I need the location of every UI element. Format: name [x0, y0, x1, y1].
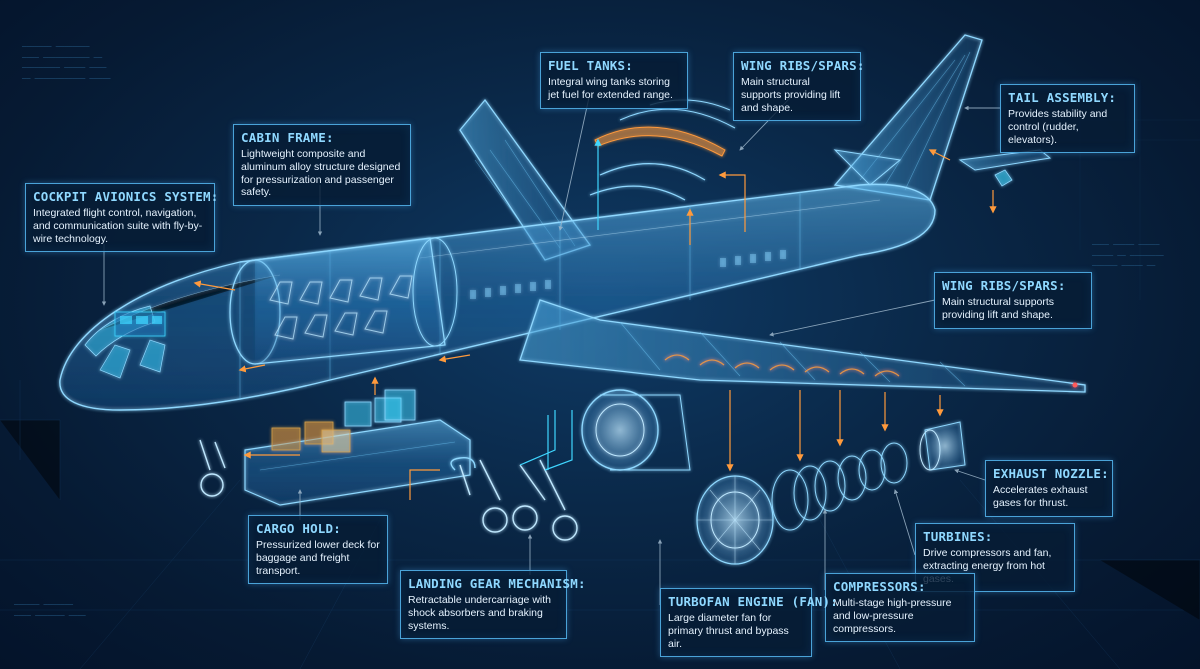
callout-fuel-tanks: FUEL TANKS: Integral wing tanks storing … [540, 52, 688, 109]
callout-description: Large diameter fan for primary thrust an… [668, 612, 789, 650]
decorative-code-text: ─────── ──────── ──── ─────────── ── ───… [22, 43, 111, 83]
landing-gear [199, 439, 578, 541]
main-wing [519, 299, 1086, 393]
turbofan-engine [581, 389, 691, 471]
callout-wing-ribs-spars-middle: WING RIBS/SPARS: Main structural support… [934, 272, 1092, 329]
callout-title: COCKPIT AVIONICS SYSTEM: [33, 189, 219, 204]
callout-landing-gear: LANDING GEAR MECHANISM: Retractable unde… [400, 570, 586, 640]
callout-description: Pressurized lower deck for baggage and f… [256, 539, 380, 577]
callout-title: LANDING GEAR MECHANISM: [408, 576, 586, 591]
callout-title: WING RIBS/SPARS: [741, 58, 865, 73]
callout-exhaust-nozzle: EXHAUST NOZZLE: Accelerates exhaust gase… [985, 460, 1113, 517]
callout-title: TURBINES: [923, 529, 993, 544]
decorative-code-text: ────── ─────── ──── ─────── ──── [14, 601, 86, 620]
callout-title: CABIN FRAME: [241, 130, 334, 145]
decorative-code-text: ──── ───── ───── ───── ── ──────── ─────… [1092, 241, 1164, 270]
callout-description: Integral wing tanks storing jet fuel for… [548, 76, 673, 101]
tail-fin [833, 34, 983, 201]
callout-cargo-hold: CARGO HOLD: Pressurized lower deck for b… [248, 515, 388, 585]
callout-description: Lightweight composite and aluminum alloy… [241, 148, 401, 199]
callout-title: TAIL ASSEMBLY: [1008, 90, 1117, 105]
callout-title: EXHAUST NOZZLE: [993, 466, 1109, 481]
cabin-section [229, 237, 458, 365]
callout-description: Retractable undercarriage with shock abs… [408, 594, 551, 632]
callout-title: COMPRESSORS: [833, 579, 926, 594]
callout-turbofan-engine: TURBOFAN ENGINE (FAN): Large diameter fa… [660, 588, 838, 658]
callout-wing-ribs-spars-top: WING RIBS/SPARS: Main structural support… [733, 52, 865, 122]
callout-description: Main structural supports providing lift … [741, 76, 841, 114]
callout-title: CARGO HOLD: [256, 521, 341, 536]
callout-pointers [101, 92, 1000, 605]
callout-description: Main structural supports providing lift … [942, 296, 1055, 321]
callout-cockpit-avionics: COCKPIT AVIONICS SYSTEM: Integrated flig… [25, 183, 219, 253]
exploded-view-arrows [193, 138, 997, 500]
callout-cabin-frame: CABIN FRAME: Lightweight composite and a… [233, 124, 411, 207]
callout-description: Provides stability and control (rudder, … [1008, 108, 1108, 146]
callout-tail-assembly: TAIL ASSEMBLY: Provides stability and co… [1000, 84, 1135, 154]
exploded-wing-ribs [589, 99, 736, 201]
callout-description: Integrated flight control, navigation, a… [33, 207, 203, 245]
callout-description: Multi-stage high-pressure and low-pressu… [833, 597, 952, 635]
exploded-tailplane [958, 149, 1052, 187]
callout-compressors: COMPRESSORS: Multi-stage high-pressure a… [825, 573, 975, 643]
callout-title: FUEL TANKS: [548, 58, 633, 73]
callout-title: TURBOFAN ENGINE (FAN): [668, 594, 838, 609]
cargo-hold [244, 389, 471, 506]
callout-description: Accelerates exhaust gases for thrust. [993, 484, 1088, 509]
callout-title: WING RIBS/SPARS: [942, 278, 1066, 293]
exploded-engine-parts [696, 421, 966, 565]
